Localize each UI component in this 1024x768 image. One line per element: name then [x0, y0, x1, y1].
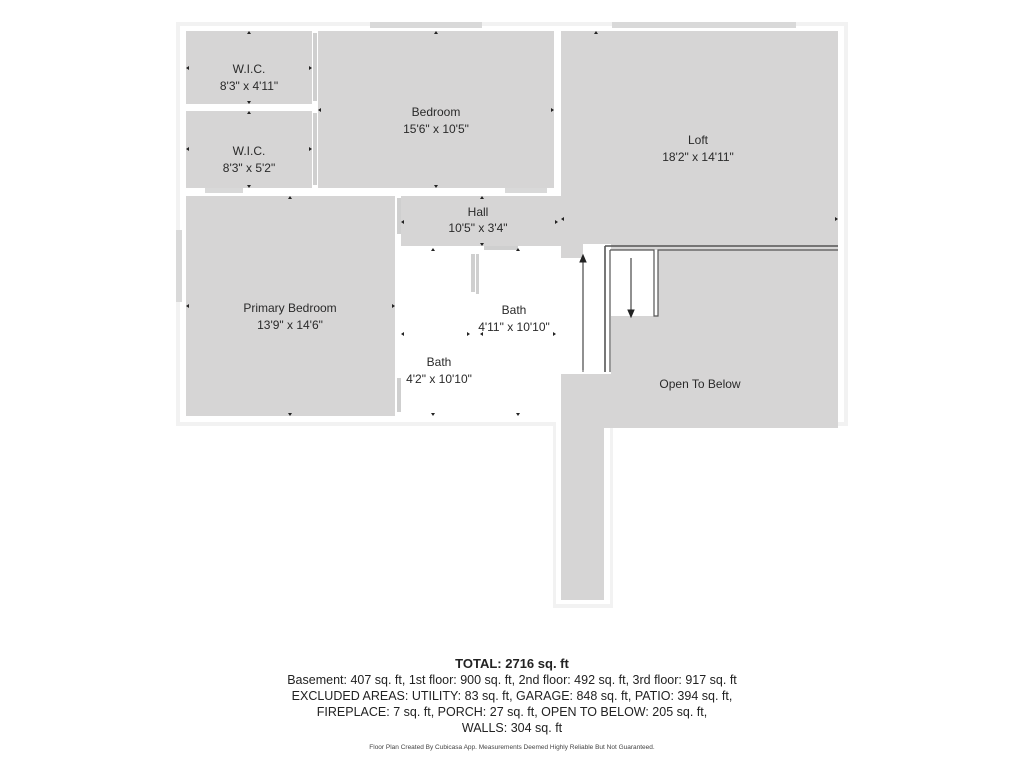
disclaimer: Floor Plan Created By Cubicasa App. Meas…: [369, 744, 655, 751]
wic-upper-dims: 8'3" x 4'11": [220, 79, 278, 93]
wic-upper-name: W.I.C.: [233, 62, 266, 76]
room-primary-bedroom: [186, 196, 395, 416]
area-summary: TOTAL: 2716 sq. ft Basement: 407 sq. ft,…: [0, 656, 1024, 751]
walls-area: WALLS: 304 sq. ft: [461, 721, 563, 735]
hall-name: Hall: [468, 205, 489, 219]
floor-areas: Basement: 407 sq. ft, 1st floor: 900 sq.…: [287, 673, 737, 687]
loft-name: Loft: [688, 133, 709, 147]
bath-left-name: Bath: [427, 355, 452, 369]
stair-arrow-up: [579, 253, 587, 370]
bedroom-name: Bedroom: [412, 105, 461, 119]
floor-plan: W.I.C. 8'3" x 4'11" W.I.C. 8'3" x 5'2" B…: [176, 22, 848, 608]
bath-right-dims: 4'11" x 10'10": [478, 320, 550, 334]
room-hall: [401, 196, 561, 246]
windows: [176, 22, 796, 302]
wic-lower-dims: 8'3" x 5'2": [223, 161, 275, 175]
excluded-areas-2: FIREPLACE: 7 sq. ft, PORCH: 27 sq. ft, O…: [316, 705, 708, 719]
room-bath-left: [401, 248, 470, 416]
room-bedroom: [318, 31, 554, 188]
bedroom-dims: 15'6" x 10'5": [403, 122, 469, 136]
hall-extension: [555, 196, 567, 246]
hall-dims: 10'5" x 3'4": [448, 221, 507, 235]
primary-bedroom-name: Primary Bedroom: [243, 301, 336, 315]
room-bath-right: [480, 248, 558, 416]
stair-arrow-down: [627, 258, 635, 319]
bath-right-name: Bath: [502, 303, 527, 317]
bath-left-dims: 4'2" x 10'10": [406, 372, 472, 386]
total-area: TOTAL: 2716 sq. ft: [455, 656, 569, 671]
primary-bedroom-dims: 13'9" x 14'6": [257, 318, 323, 332]
loft-dims: 18'2" x 14'11": [662, 150, 734, 164]
open-to-below-label: Open To Below: [659, 377, 740, 391]
room-loft-open-to-below: [561, 31, 838, 600]
excluded-areas-1: EXCLUDED AREAS: UTILITY: 83 sq. ft, GARA…: [291, 689, 733, 703]
wic-lower-name: W.I.C.: [233, 144, 266, 158]
room-wic-lower: [186, 111, 312, 188]
door-marks: [313, 33, 518, 412]
staircase: [582, 244, 838, 374]
dimension-ticks: [186, 31, 838, 416]
room-wic-upper: [186, 31, 312, 104]
